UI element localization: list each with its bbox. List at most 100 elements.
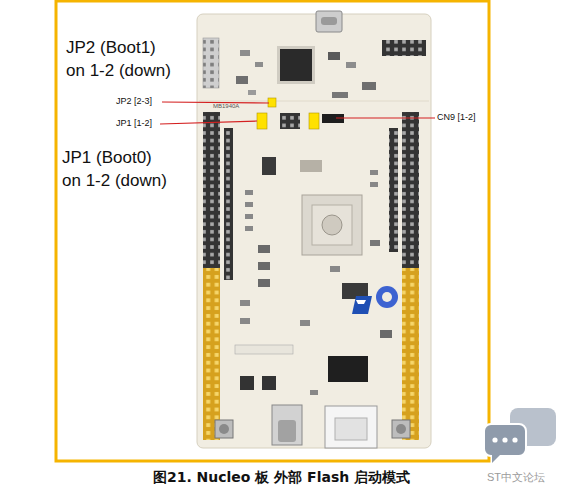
small-component — [255, 62, 263, 67]
usb-connector-bottom — [272, 405, 302, 445]
small-component — [245, 214, 253, 219]
round-logo — [376, 286, 398, 308]
connector-label: CN9 [1-2] — [437, 112, 476, 123]
usb-connector-bottom — [272, 405, 302, 445]
small-component — [328, 52, 340, 60]
small-component — [245, 202, 253, 207]
boot-jumper-note: JP1 (Boot0) on 1-2 (down) — [62, 146, 171, 192]
small-component — [310, 390, 318, 395]
ethernet-jack — [335, 418, 367, 440]
watermark-icon — [512, 437, 517, 442]
boot-jumper-note: JP2 (Boot1) on 1-2 (down) — [66, 36, 175, 82]
pcb-board — [197, 14, 431, 448]
push-button — [215, 420, 233, 438]
leader-line — [162, 102, 269, 103]
jumper-cap — [268, 98, 276, 107]
leader-line — [160, 102, 435, 124]
small-component — [370, 182, 378, 187]
mcu-socket — [302, 195, 362, 255]
ic-chip — [328, 356, 368, 382]
st-logo — [352, 296, 372, 314]
small-component — [362, 82, 376, 90]
usb-connector-top — [316, 11, 342, 32]
small-component — [245, 190, 253, 195]
watermark-icon — [484, 408, 556, 463]
st-logo — [352, 296, 372, 314]
small-component — [370, 170, 378, 175]
pin-header — [382, 40, 426, 56]
watermark-icon — [492, 455, 500, 463]
small-component — [380, 330, 392, 338]
small-component — [330, 266, 340, 272]
figure-caption: 图21. Nucleo 板 外部 Flash 启动模式 — [0, 469, 563, 487]
mcu-socket — [322, 215, 342, 235]
pin-header — [280, 113, 300, 129]
push-button — [215, 420, 410, 438]
pin-header — [203, 38, 426, 280]
small-component — [235, 50, 392, 395]
mcu-socket — [302, 195, 362, 255]
push-button — [219, 424, 229, 434]
usb-connector-bottom — [278, 420, 296, 442]
small-component — [300, 160, 322, 172]
jumper-label: JP1 [1-2] — [116, 118, 152, 129]
stlink-chip — [277, 46, 315, 84]
small-component — [240, 50, 250, 56]
small-component — [240, 318, 250, 324]
pin-header — [203, 112, 220, 268]
small-component — [235, 345, 293, 354]
push-button — [396, 424, 406, 434]
ic-chip — [240, 376, 254, 390]
small-component — [346, 62, 356, 68]
ic-chip — [262, 376, 276, 390]
small-component — [332, 92, 348, 98]
gold-pin-header — [203, 268, 419, 440]
board-marking: MB1940A — [213, 103, 239, 110]
stlink-chip — [280, 49, 312, 81]
jumper-label: JP2 [2-3] — [116, 96, 152, 107]
jumper-cap — [257, 113, 267, 129]
watermark-icon — [484, 424, 526, 456]
usb-connector-top — [321, 17, 337, 25]
small-component — [258, 245, 270, 253]
small-component — [236, 76, 248, 84]
round-logo — [382, 292, 392, 302]
usb-connector-top — [316, 11, 342, 32]
jumper-cap — [309, 113, 319, 129]
pin-header — [389, 128, 398, 252]
watermark: ST中文论坛 — [487, 471, 545, 484]
ic-chip — [240, 283, 368, 390]
leader-line — [160, 121, 257, 124]
pcb-board — [199, 101, 429, 102]
pin-header — [402, 112, 419, 268]
mcu-socket — [312, 205, 352, 245]
ethernet-jack — [325, 406, 377, 448]
st-logo — [356, 300, 366, 304]
small-component — [240, 300, 250, 306]
frame-border — [56, 1, 489, 461]
round-logo — [376, 286, 398, 308]
pin-header — [203, 38, 219, 88]
small-component — [258, 262, 270, 270]
watermark-icon — [492, 437, 497, 442]
watermark-icon — [502, 437, 507, 442]
pcb-board — [197, 14, 431, 448]
small-component — [262, 157, 276, 175]
small-component — [370, 240, 380, 246]
stlink-chip — [277, 46, 315, 84]
small-component — [258, 279, 270, 287]
leader-line — [336, 117, 435, 118]
small-component — [245, 226, 253, 231]
gold-pin-header — [203, 268, 220, 440]
gold-pin-header — [402, 268, 419, 440]
small-component — [300, 320, 310, 326]
ethernet-jack — [325, 406, 377, 448]
pin-header — [224, 128, 233, 280]
small-component — [248, 90, 256, 95]
frame-border — [56, 1, 489, 461]
push-button — [392, 420, 410, 438]
